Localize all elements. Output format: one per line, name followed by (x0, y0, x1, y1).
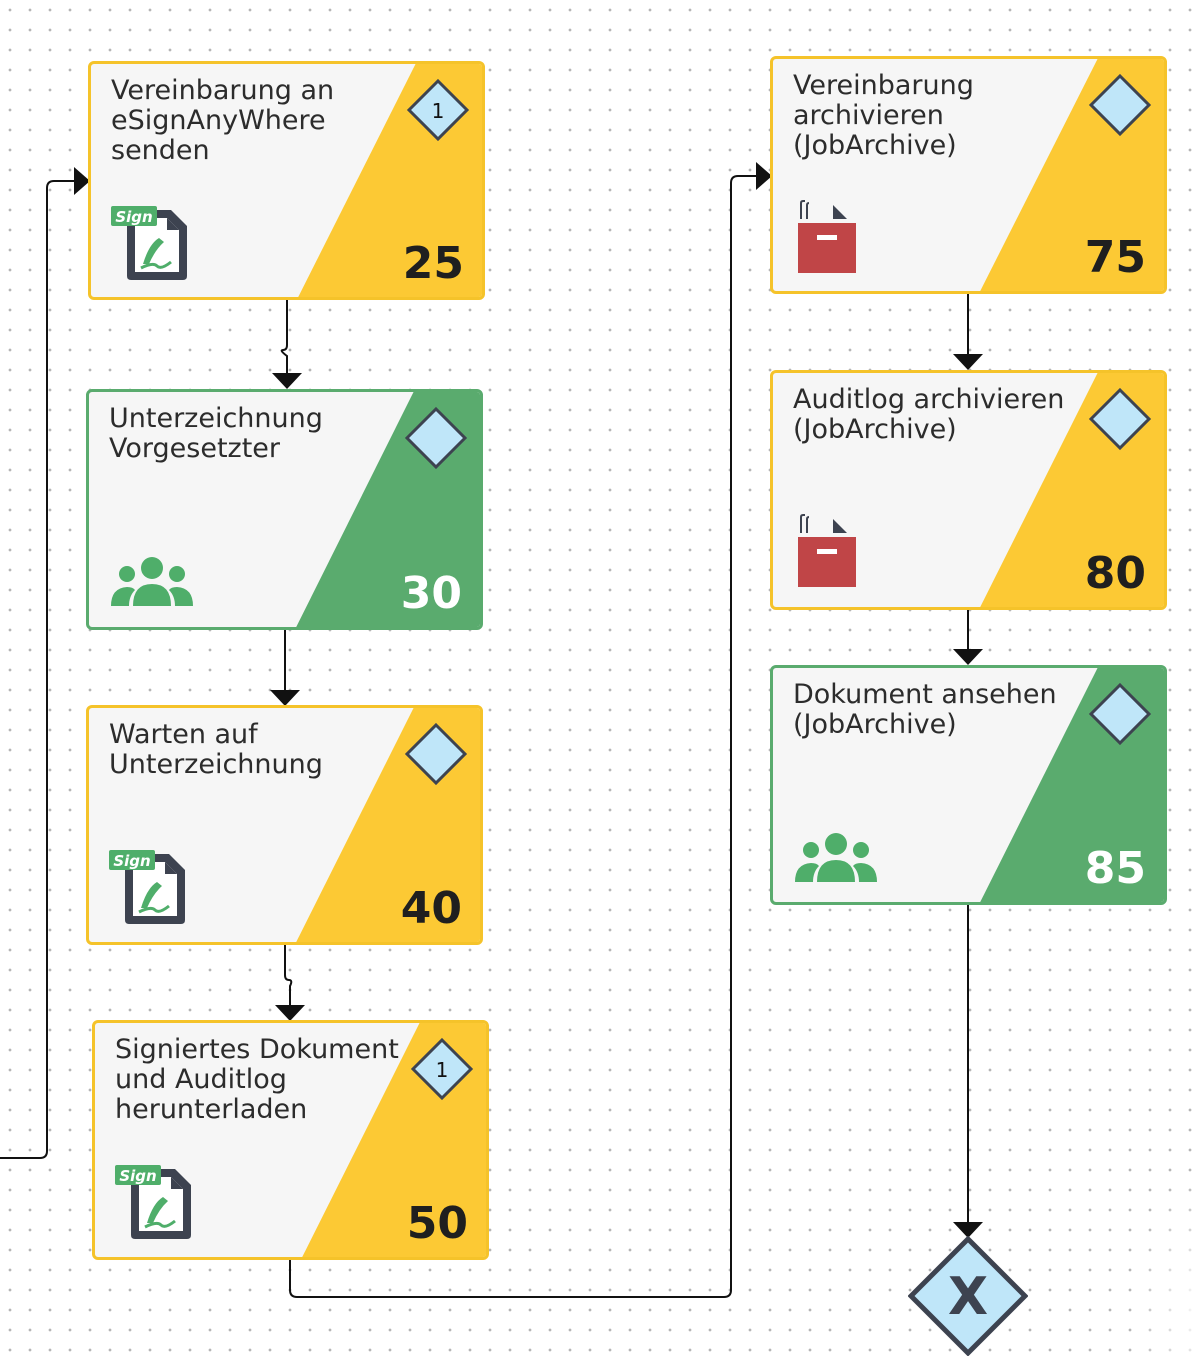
archive-box-icon (798, 200, 856, 273)
step-card-80[interactable]: Auditlog archivieren (JobArchive) 80 (770, 370, 1167, 610)
step-number: 30 (400, 568, 462, 619)
arrowhead-85 (953, 649, 983, 665)
esign-label: Sign (113, 852, 150, 870)
arrowhead-75 (756, 162, 772, 190)
user-group-icon (111, 557, 193, 606)
arrowhead-40 (270, 690, 300, 706)
task-marker-diamond-icon (1088, 682, 1152, 746)
step-title: Warten auf Unterzeichnung (109, 719, 323, 780)
exclusive-gateway[interactable]: X (908, 1236, 1028, 1356)
task-marker-diamond-icon: 1 (410, 1037, 474, 1101)
connector-50-75 (289, 175, 768, 1298)
connector-25-30 (280, 300, 288, 386)
step-number: 25 (402, 238, 464, 289)
step-title: Vereinbarung an eSignAnyWhere senden (111, 75, 335, 166)
arrowhead-gateway (953, 1222, 983, 1238)
step-title: Unterzeichnung Vorgesetzter (109, 403, 323, 464)
step-number: 85 (1084, 843, 1146, 894)
esign-document-icon: Sign (111, 206, 187, 280)
esign-document-icon: Sign (115, 1165, 191, 1239)
user-group-icon (795, 833, 877, 882)
esign-label: Sign (119, 1167, 156, 1185)
step-number: 75 (1084, 232, 1146, 283)
arrowhead-25 (74, 167, 90, 195)
step-card-85[interactable]: Dokument ansehen (JobArchive) 85 (770, 665, 1167, 905)
connector-in-25 (0, 180, 86, 1159)
step-card-40[interactable]: Warten auf Unterzeichnung Sign 40 (86, 705, 483, 945)
task-marker-diamond-icon (404, 722, 468, 786)
archive-box-icon (798, 514, 856, 587)
task-marker-diamond-icon: 1 (406, 78, 470, 142)
arrowhead-80 (953, 354, 983, 370)
arrowhead-50 (275, 1005, 305, 1021)
step-title: Dokument ansehen (JobArchive) (793, 679, 1057, 740)
arrowhead-30 (272, 373, 302, 389)
task-marker-badge: 1 (436, 1058, 449, 1082)
step-title: Vereinbarung archivieren (JobArchive) (793, 70, 974, 161)
step-number: 40 (400, 883, 462, 934)
step-card-30[interactable]: Unterzeichnung Vorgesetzter 30 (86, 389, 483, 630)
canvas-edge-shadow (1130, 1168, 1200, 1368)
task-marker-diamond-icon (1088, 387, 1152, 451)
task-marker-diamond-icon (404, 406, 468, 470)
esign-label: Sign (115, 208, 152, 226)
task-marker-diamond-icon (1088, 73, 1152, 137)
step-title: Signiertes Dokument und Auditlog herunte… (115, 1034, 399, 1125)
task-marker-badge: 1 (432, 99, 445, 123)
gateway-x-icon: X (948, 1267, 988, 1327)
step-number: 80 (1084, 548, 1146, 599)
connector-40-50 (284, 945, 293, 1017)
step-title: Auditlog archivieren (JobArchive) (793, 384, 1065, 445)
step-card-50[interactable]: Signiertes Dokument und Auditlog herunte… (92, 1020, 489, 1260)
step-card-75[interactable]: Vereinbarung archivieren (JobArchive) 75 (770, 56, 1167, 294)
esign-document-icon: Sign (109, 850, 185, 924)
step-number: 50 (406, 1198, 468, 1249)
step-card-25[interactable]: Vereinbarung an eSignAnyWhere senden 1 S… (88, 61, 485, 300)
